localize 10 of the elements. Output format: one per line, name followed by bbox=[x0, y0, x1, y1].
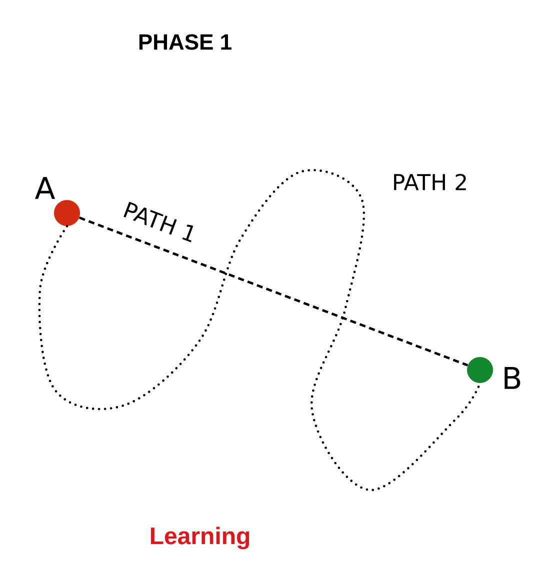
point-label: A bbox=[34, 177, 56, 199]
path-line bbox=[38, 168, 482, 492]
point-dot bbox=[54, 200, 80, 226]
path-line bbox=[78, 216, 468, 366]
edge-label: PATH 2 bbox=[390, 172, 470, 192]
point-label: B bbox=[504, 367, 520, 389]
title: PHASE 1 bbox=[139, 34, 232, 50]
caption: Learning bbox=[150, 526, 250, 550]
point-dot bbox=[467, 357, 493, 383]
edge-label: PATH 1 bbox=[120, 200, 200, 244]
